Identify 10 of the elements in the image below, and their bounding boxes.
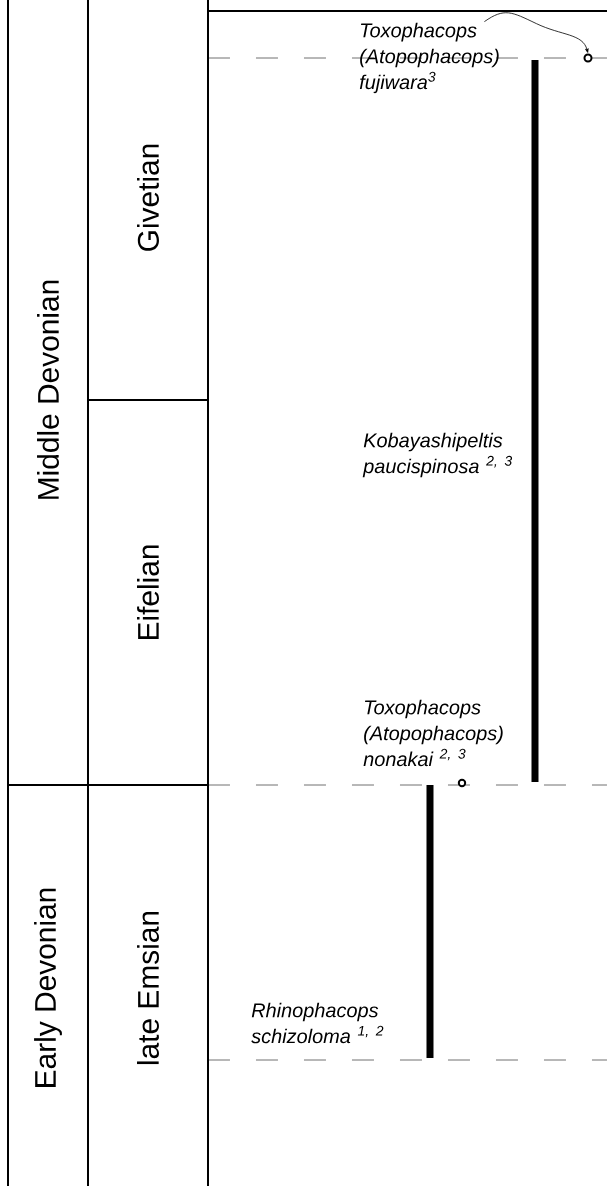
stage-cell: Eifelian	[87, 399, 209, 786]
stage-cell: Givetian	[87, 0, 209, 401]
taxon-name: Rhinophacops schizoloma $^{1, 2}$	[251, 1002, 384, 1044]
arrow	[484, 12, 589, 53]
stage-cell: Middle Devonian	[7, 0, 89, 786]
taxon-name: Toxophacops (Atopophacops) nonakai $^{2, 3}$	[363, 699, 503, 767]
stage-cell: late Emsian	[87, 784, 209, 1186]
taxon-name: Kobayashipeltis paucispinosa $^{2, 3}$	[362, 432, 513, 478]
stage-cell: Early Devonian	[7, 784, 89, 1186]
taxon-name: Toxophacops (Atopophacops) fujiwara$^{3}$	[359, 22, 499, 94]
